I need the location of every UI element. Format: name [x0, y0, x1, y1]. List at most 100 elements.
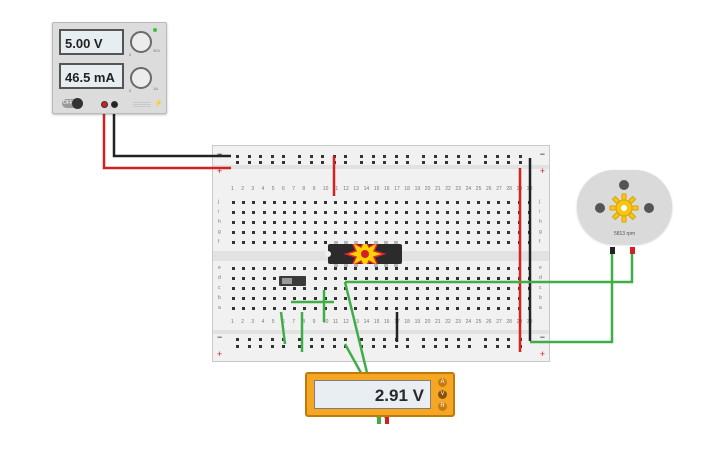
breadboard-hole[interactable] — [436, 277, 439, 280]
breadboard-hole[interactable] — [283, 297, 286, 300]
breadboard-hole[interactable] — [395, 277, 399, 280]
breadboard-hole[interactable] — [270, 345, 274, 348]
breadboard-hole[interactable] — [456, 161, 460, 164]
breadboard-hole[interactable] — [484, 338, 487, 341]
breadboard-hole[interactable] — [476, 267, 480, 270]
breadboard-hole[interactable] — [405, 287, 409, 290]
breadboard-hole[interactable] — [282, 155, 286, 158]
breadboard-hole[interactable] — [232, 277, 235, 280]
breadboard-hole[interactable] — [425, 277, 429, 280]
breadboard-hole[interactable] — [354, 277, 358, 280]
breadboard-hole[interactable] — [468, 338, 472, 341]
breadboard-hole[interactable] — [507, 297, 511, 300]
breadboard-hole[interactable] — [456, 297, 460, 300]
breadboard-hole[interactable] — [259, 161, 263, 164]
breadboard-hole[interactable] — [364, 307, 368, 310]
breadboard-hole[interactable] — [466, 231, 470, 234]
breadboard-hole[interactable] — [484, 345, 487, 348]
breadboard-hole[interactable] — [436, 221, 439, 224]
breadboard-hole[interactable] — [344, 161, 348, 164]
breadboard-hole[interactable] — [283, 221, 286, 224]
breadboard-hole[interactable] — [507, 267, 511, 270]
breadboard-hole[interactable] — [383, 161, 387, 164]
breadboard-hole[interactable] — [497, 277, 501, 280]
breadboard-hole[interactable] — [415, 287, 419, 290]
breadboard-hole[interactable] — [405, 307, 409, 310]
breadboard-hole[interactable] — [242, 307, 246, 310]
breadboard-hole[interactable] — [262, 307, 266, 310]
breadboard-hole[interactable] — [247, 338, 251, 341]
breadboard-hole[interactable] — [344, 338, 348, 341]
breadboard-hole[interactable] — [468, 161, 472, 164]
breadboard-hole[interactable] — [445, 161, 449, 164]
breadboard-hole[interactable] — [262, 267, 266, 270]
breadboard-hole[interactable] — [313, 267, 317, 270]
breadboard-hole[interactable] — [298, 345, 301, 348]
breadboard-hole[interactable] — [283, 201, 286, 204]
breadboard-hole[interactable] — [405, 211, 409, 214]
breadboard-hole[interactable] — [466, 267, 470, 270]
breadboard-hole[interactable] — [405, 267, 409, 270]
breadboard-hole[interactable] — [425, 231, 429, 234]
breadboard-hole[interactable] — [476, 241, 480, 244]
breadboard-hole[interactable] — [476, 277, 480, 280]
breadboard-hole[interactable] — [323, 231, 327, 234]
breadboard-hole[interactable] — [446, 307, 450, 310]
breadboard-hole[interactable] — [232, 211, 235, 214]
breadboard-hole[interactable] — [232, 267, 235, 270]
breadboard-hole[interactable] — [293, 201, 297, 204]
breadboard-hole[interactable] — [313, 241, 317, 244]
breadboard-hole[interactable] — [242, 287, 246, 290]
breadboard-hole[interactable] — [456, 287, 460, 290]
breadboard-hole[interactable] — [272, 201, 276, 204]
breadboard-hole[interactable] — [242, 267, 246, 270]
breadboard-hole[interactable] — [395, 307, 399, 310]
breadboard-hole[interactable] — [354, 231, 358, 234]
breadboard-hole[interactable] — [385, 287, 388, 290]
breadboard-hole[interactable] — [395, 267, 399, 270]
breadboard-hole[interactable] — [406, 155, 410, 158]
breadboard-hole[interactable] — [507, 345, 511, 348]
breadboard-hole[interactable] — [242, 231, 246, 234]
breadboard-hole[interactable] — [323, 241, 327, 244]
breadboard-hole[interactable] — [293, 221, 297, 224]
breadboard-hole[interactable] — [395, 231, 399, 234]
breadboard-hole[interactable] — [309, 161, 313, 164]
breadboard-hole[interactable] — [272, 297, 276, 300]
breadboard-hole[interactable] — [415, 241, 419, 244]
breadboard-hole[interactable] — [247, 345, 251, 348]
negative-terminal[interactable] — [111, 101, 118, 108]
breadboard-hole[interactable] — [323, 287, 327, 290]
breadboard-hole[interactable] — [415, 201, 419, 204]
breadboard-hole[interactable] — [293, 267, 297, 270]
breadboard-hole[interactable] — [293, 231, 297, 234]
breadboard-hole[interactable] — [303, 267, 307, 270]
breadboard-hole[interactable] — [303, 241, 307, 244]
breadboard-hole[interactable] — [313, 221, 317, 224]
breadboard-hole[interactable] — [436, 201, 439, 204]
breadboard-hole[interactable] — [395, 287, 399, 290]
breadboard-hole[interactable] — [415, 211, 419, 214]
breadboard-hole[interactable] — [476, 297, 480, 300]
breadboard-hole[interactable] — [394, 155, 398, 158]
probe-red[interactable] — [385, 417, 389, 424]
current-knob[interactable] — [130, 67, 152, 89]
breadboard-hole[interactable] — [354, 287, 358, 290]
power-toggle-switch[interactable]: OFF — [62, 98, 83, 109]
breadboard-hole[interactable] — [252, 231, 256, 234]
breadboard-hole[interactable] — [487, 221, 490, 224]
breadboard-hole[interactable] — [321, 338, 325, 341]
breadboard-hole[interactable] — [476, 201, 480, 204]
breadboard-hole[interactable] — [259, 345, 263, 348]
breadboard-hole[interactable] — [446, 211, 450, 214]
breadboard-hole[interactable] — [406, 345, 410, 348]
breadboard-hole[interactable] — [332, 345, 336, 348]
breadboard-hole[interactable] — [272, 211, 276, 214]
breadboard-hole[interactable] — [283, 307, 286, 310]
breadboard-hole[interactable] — [298, 161, 301, 164]
breadboard-hole[interactable] — [466, 201, 470, 204]
breadboard-hole[interactable] — [394, 345, 398, 348]
breadboard-hole[interactable] — [456, 277, 460, 280]
breadboard-hole[interactable] — [334, 277, 337, 280]
breadboard-hole[interactable] — [321, 155, 325, 158]
